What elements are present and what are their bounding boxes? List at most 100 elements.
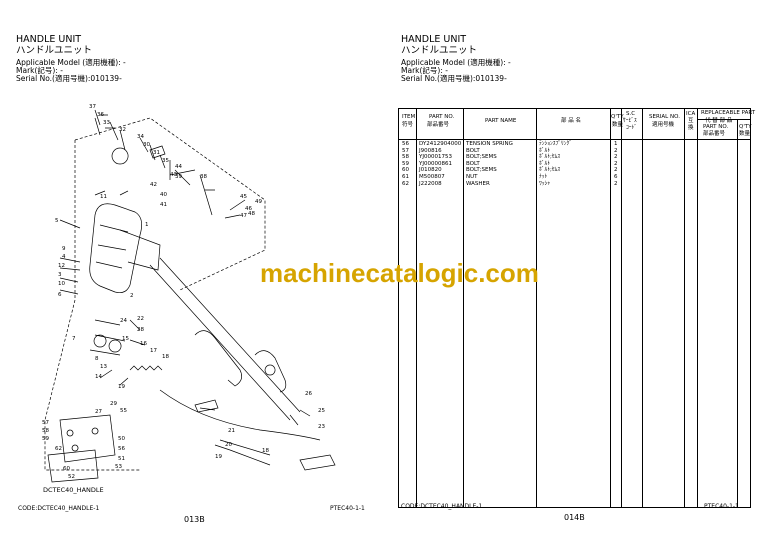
svg-text:32: 32 xyxy=(119,127,126,133)
cell-jp: ﾎﾞﾙﾄ xyxy=(539,160,551,167)
svg-text:59: 59 xyxy=(42,436,49,442)
svg-text:20: 20 xyxy=(225,442,232,448)
cell-part-no: YJ00000861 xyxy=(419,160,452,167)
cell-name: BOLT xyxy=(466,160,480,167)
svg-text:36: 36 xyxy=(97,112,104,118)
header-qty-jp: 数量 xyxy=(612,122,624,128)
svg-text:40: 40 xyxy=(160,192,167,198)
svg-text:14: 14 xyxy=(95,374,102,380)
svg-text:38: 38 xyxy=(200,174,207,180)
svg-text:6: 6 xyxy=(58,292,62,298)
header-replaceable-jp: 代 替 部 品 xyxy=(705,118,733,124)
svg-text:35: 35 xyxy=(162,158,169,164)
cell-jp: ﾎﾞﾙﾄ;ｾﾑｽ xyxy=(539,167,561,174)
svg-text:30: 30 xyxy=(143,142,150,148)
svg-text:13: 13 xyxy=(100,364,107,370)
cell-qty: 6 xyxy=(614,174,618,180)
svg-text:9: 9 xyxy=(62,246,66,252)
svg-text:1: 1 xyxy=(145,222,149,228)
header-part-no: PART NO. xyxy=(429,114,455,120)
code-label: CODE:DCTEC40_HANDLE-1 xyxy=(401,503,483,510)
header-replaceable: REPLACEABLE PART xyxy=(701,110,756,116)
cell-item: 60 xyxy=(402,167,409,174)
page-title-en: HANDLE UNIT xyxy=(401,34,467,45)
svg-text:39: 39 xyxy=(175,174,182,180)
svg-text:4: 4 xyxy=(62,254,66,260)
cell-qty: 2 xyxy=(614,160,618,167)
cell-qty: 2 xyxy=(614,180,618,187)
parts-table: ITEM 符号 PART NO. 部品番号 PART NAME 部 品 名 Q'… xyxy=(398,108,755,508)
cell-qty: 2 xyxy=(614,167,618,174)
header-rep-qty-jp: 数量 xyxy=(739,131,751,137)
cell-part-no: DY2412904000 xyxy=(419,141,462,147)
header-ica-jp1: 互 xyxy=(688,118,694,124)
page-number: 014B xyxy=(564,513,585,522)
applicable-model: Applicable Model (適用機種): - xyxy=(16,58,126,67)
cell-item: 56 xyxy=(402,141,409,147)
svg-text:10: 10 xyxy=(58,281,65,287)
svg-text:15: 15 xyxy=(122,336,129,342)
cell-name: BOLT xyxy=(466,147,480,154)
svg-text:18: 18 xyxy=(162,354,169,360)
svg-text:52: 52 xyxy=(68,474,75,480)
page-title-en: HANDLE UNIT xyxy=(16,34,82,45)
serial-no: Serial No.(適用号機):010139- xyxy=(401,74,507,83)
svg-text:48: 48 xyxy=(248,211,255,217)
svg-text:31: 31 xyxy=(153,150,160,156)
svg-text:56: 56 xyxy=(118,446,125,452)
header-qty: Q'TY xyxy=(611,114,624,120)
svg-text:46: 46 xyxy=(245,206,252,212)
header-rep-part-no-jp: 部品番号 xyxy=(703,131,726,137)
cell-part-no: J900816 xyxy=(419,147,442,154)
svg-text:17: 17 xyxy=(150,348,157,354)
cell-part-no: J222008 xyxy=(419,180,442,187)
svg-text:50: 50 xyxy=(118,436,125,442)
cell-item: 59 xyxy=(402,160,409,167)
serial-no: Serial No.(適用号機):010139- xyxy=(16,74,122,83)
svg-text:44: 44 xyxy=(175,164,182,170)
cell-item: 61 xyxy=(402,174,409,180)
table-row: 60 J010820 BOLT;SEMS ﾎﾞﾙﾄ;ｾﾑｽ 2 xyxy=(399,167,750,174)
svg-text:26: 26 xyxy=(305,391,312,397)
svg-text:33: 33 xyxy=(103,120,110,126)
header-item: ITEM xyxy=(402,114,416,120)
applicable-model: Applicable Model (適用機種): - xyxy=(401,58,511,67)
header-ica-jp2: 換 xyxy=(688,125,694,131)
right-page: HANDLE UNIT ハンドルユニット Applicable Model (適… xyxy=(384,0,768,542)
svg-text:28: 28 xyxy=(137,327,144,333)
svg-text:29: 29 xyxy=(110,401,117,407)
cell-item: 62 xyxy=(402,180,409,187)
svg-text:34: 34 xyxy=(137,134,144,140)
svg-text:37: 37 xyxy=(89,104,96,110)
cell-qty: 2 xyxy=(614,147,618,154)
diagram-caption: DCTEC40_HANDLE xyxy=(43,486,104,494)
cell-qty: 1 xyxy=(614,141,618,147)
watermark: machinecatalogic.com xyxy=(260,258,539,288)
svg-text:5: 5 xyxy=(55,218,59,224)
svg-text:23: 23 xyxy=(318,424,325,430)
svg-text:41: 41 xyxy=(160,202,167,208)
svg-text:7: 7 xyxy=(72,336,76,342)
cell-item: 58 xyxy=(402,154,409,161)
table-row: 57 J900816 BOLT ﾎﾞﾙﾄ 2 xyxy=(399,148,750,155)
header-jp-name: 部 品 名 xyxy=(561,118,581,124)
cell-part-no: J010820 xyxy=(419,167,442,174)
cell-item: 57 xyxy=(402,147,409,154)
svg-text:2: 2 xyxy=(130,293,134,299)
cell-jp: ﾎﾞﾙﾄ xyxy=(539,147,551,154)
table-row: 59 YJ00000861 BOLT ﾎﾞﾙﾄ 2 xyxy=(399,161,750,168)
svg-text:27: 27 xyxy=(95,409,102,415)
svg-text:24: 24 xyxy=(120,318,127,324)
page-title-jp: ハンドルユニット xyxy=(16,45,93,56)
cell-jp: ﾃﾝｼｮﾝｽﾌﾟﾘﾝｸﾞ xyxy=(539,141,573,147)
cell-name: BOLT;SEMS xyxy=(466,167,497,174)
code-label: CODE:DCTEC40_HANDLE-1 xyxy=(18,505,100,512)
svg-text:22: 22 xyxy=(137,316,144,322)
header-serial-jp: 適用号機 xyxy=(652,122,675,128)
page-ref: PTEC40-1-1 xyxy=(704,503,739,510)
page-number: 013B xyxy=(184,515,205,524)
